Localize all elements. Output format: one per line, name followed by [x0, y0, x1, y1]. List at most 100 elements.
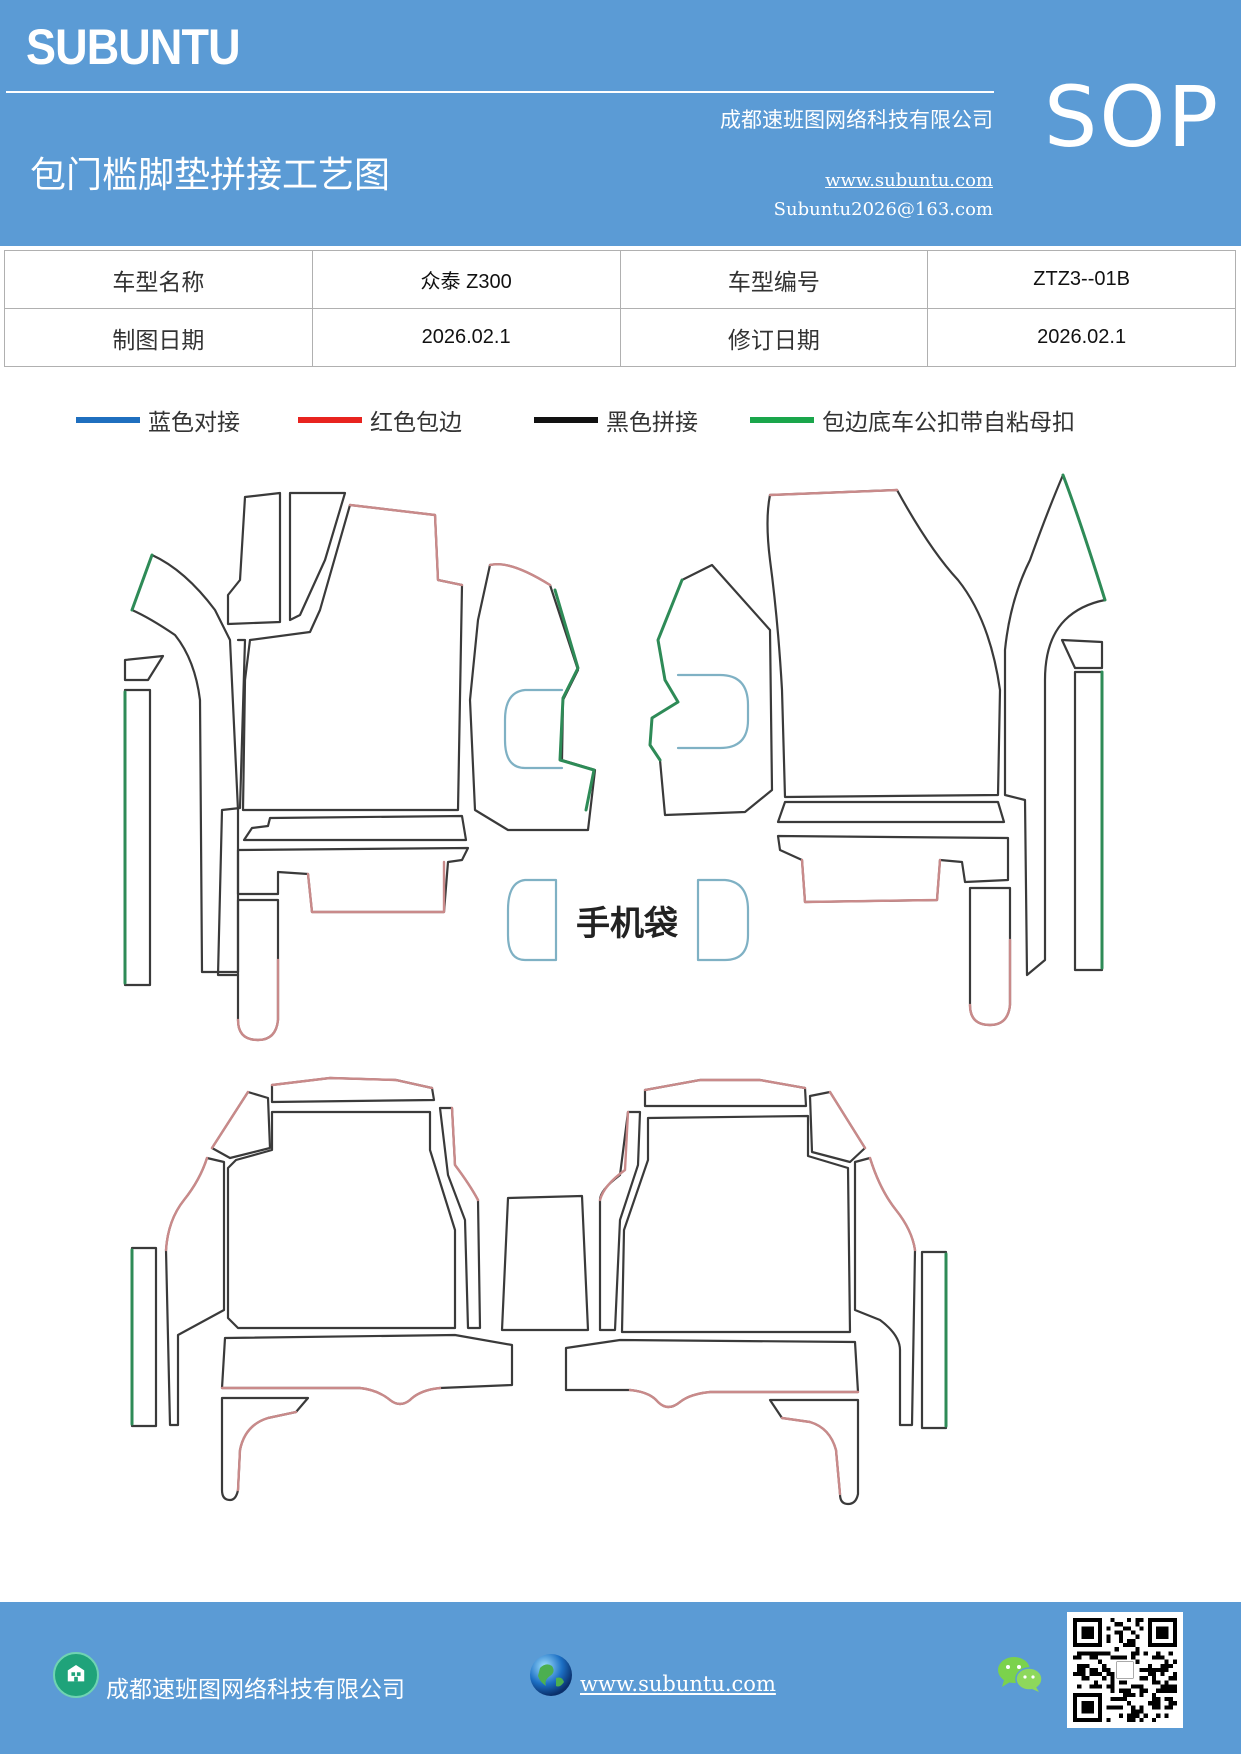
model-name-label: 车型名称 [4, 250, 313, 309]
mat-piece [598, 1110, 642, 1332]
legend-item-blue: 蓝色对接 [76, 400, 240, 440]
legend-item-green: 包边底车公扣带自粘母扣 [750, 400, 1075, 440]
legend-label: 蓝色对接 [148, 410, 240, 436]
footer-website-link[interactable]: www.subuntu.com [580, 1672, 776, 1696]
page-title: 包门槛脚垫拼接工艺图 [30, 155, 391, 196]
mat-piece [226, 1110, 457, 1330]
rear-left-mat-group [130, 1076, 514, 1502]
mat-piece [1060, 638, 1104, 670]
mat-piece [920, 1250, 948, 1430]
mat-edge-green [648, 578, 684, 762]
globe-icon [528, 1652, 574, 1698]
model-code-label: 车型编号 [619, 250, 929, 309]
mat-edge-red [598, 1110, 630, 1202]
legend-swatch-green [750, 417, 814, 423]
mat-edge-red [236, 958, 280, 1042]
mat-edge-red [868, 1156, 917, 1252]
mat-edge-red [800, 858, 942, 904]
legend-label: 包边底车公扣带自粘母扣 [822, 410, 1075, 436]
legend-swatch-red [298, 417, 362, 423]
mat-edge-red [306, 860, 446, 914]
mat-edge-red [210, 1090, 250, 1150]
legend-item-red: 红色包边 [298, 400, 462, 440]
mat-piece [438, 1106, 482, 1330]
mat-piece [220, 1333, 514, 1406]
mat-edge-red [780, 1416, 842, 1496]
mat-edge-green [1061, 473, 1107, 602]
header-email[interactable]: Subuntu2026@163.com [773, 199, 993, 220]
mat-piece-center [500, 1194, 590, 1332]
mat-edge-red [828, 1090, 867, 1150]
mat-edge-green [553, 588, 596, 812]
floor-mat-drawing: 手机袋 [0, 450, 1241, 1580]
vehicle-info-table: 车型名称 众泰 Z300 车型编号 ZTZ3--01B 制图日期 2026.02… [4, 250, 1236, 367]
mat-piece [468, 563, 597, 832]
mat-edge-green [130, 553, 154, 612]
legend-item-black: 黑色拼接 [534, 400, 698, 440]
mat-edge-red [236, 1410, 298, 1492]
revise-date-value: 2026.02.1 [927, 308, 1236, 367]
draw-date-label: 制图日期 [4, 308, 313, 367]
mat-piece [768, 1398, 860, 1506]
mat-edge-red [164, 1156, 209, 1252]
qr-code-image [1073, 1618, 1177, 1722]
mat-edge-red [488, 563, 552, 587]
footer-company: 成都速班图网络科技有限公司 [106, 1677, 405, 1703]
mat-piece [853, 1156, 917, 1427]
model-name-value: 众泰 Z300 [311, 250, 621, 309]
table-row: 制图日期 2026.02.1 修订日期 2026.02.1 [4, 308, 1236, 367]
page-header: SUBUNTU 成都速班图网络科技有限公司 包门槛脚垫拼接工艺图 www.sub… [0, 0, 1241, 246]
mat-piece [766, 488, 1002, 799]
mat-piece [288, 491, 347, 622]
mat-piece [236, 898, 280, 1042]
front-left-mat-group [123, 491, 597, 1042]
legend-swatch-blue [76, 417, 140, 423]
qr-code[interactable] [1067, 1612, 1183, 1728]
rear-right-mat-group [564, 1078, 948, 1506]
mat-piece [1073, 670, 1104, 972]
mat-edge-red [450, 1106, 480, 1202]
mat-piece [776, 800, 1006, 824]
draw-date-value: 2026.02.1 [311, 308, 621, 367]
mat-pattern-svg: 手机袋 [123, 473, 1107, 1506]
mat-piece [130, 553, 240, 974]
mat-piece [242, 814, 468, 842]
pocket-outline [696, 878, 750, 962]
mat-edge-red [628, 1388, 860, 1409]
front-right-mat-group [648, 473, 1107, 1027]
mat-piece [123, 688, 152, 987]
mat-piece [620, 1114, 852, 1334]
mat-piece [968, 886, 1012, 1027]
mat-edge-red [270, 1076, 434, 1090]
pocket-label: 手机袋 [576, 904, 678, 944]
mat-piece [226, 491, 282, 626]
header-divider [6, 91, 994, 93]
header-website-link[interactable]: www.subuntu.com [825, 170, 993, 191]
sop-badge: SOP [1044, 68, 1221, 166]
mat-piece [648, 563, 774, 817]
color-legend: 蓝色对接 红色包边 黑色拼接 包边底车公扣带自粘母扣 [0, 400, 1241, 440]
table-row: 车型名称 众泰 Z300 车型编号 ZTZ3--01B [4, 250, 1236, 309]
mat-edge-red [220, 1386, 442, 1406]
mat-piece [236, 846, 470, 914]
brand-logo: SUBUNTU [26, 19, 241, 75]
mat-piece [564, 1338, 860, 1409]
building-icon [53, 1652, 99, 1698]
mat-piece [241, 503, 464, 812]
mat-edge-red [348, 503, 464, 587]
mat-piece [808, 1090, 867, 1164]
mat-edge-red [643, 1078, 807, 1092]
mat-piece [130, 1246, 158, 1428]
mat-piece [123, 654, 165, 682]
wechat-icon[interactable] [996, 1654, 1044, 1694]
pocket-outline [503, 688, 564, 770]
legend-label: 黑色拼接 [606, 410, 698, 436]
pocket-outline [506, 878, 558, 962]
legend-label: 红色包边 [370, 410, 462, 436]
legend-swatch-black [534, 417, 598, 423]
pocket-outline [676, 673, 750, 750]
page-footer: 成都速班图网络科技有限公司 www.subuntu.com [0, 1602, 1241, 1754]
mat-edge-red [968, 938, 1012, 1027]
mat-piece [164, 1156, 226, 1427]
revise-date-label: 修订日期 [619, 308, 929, 367]
